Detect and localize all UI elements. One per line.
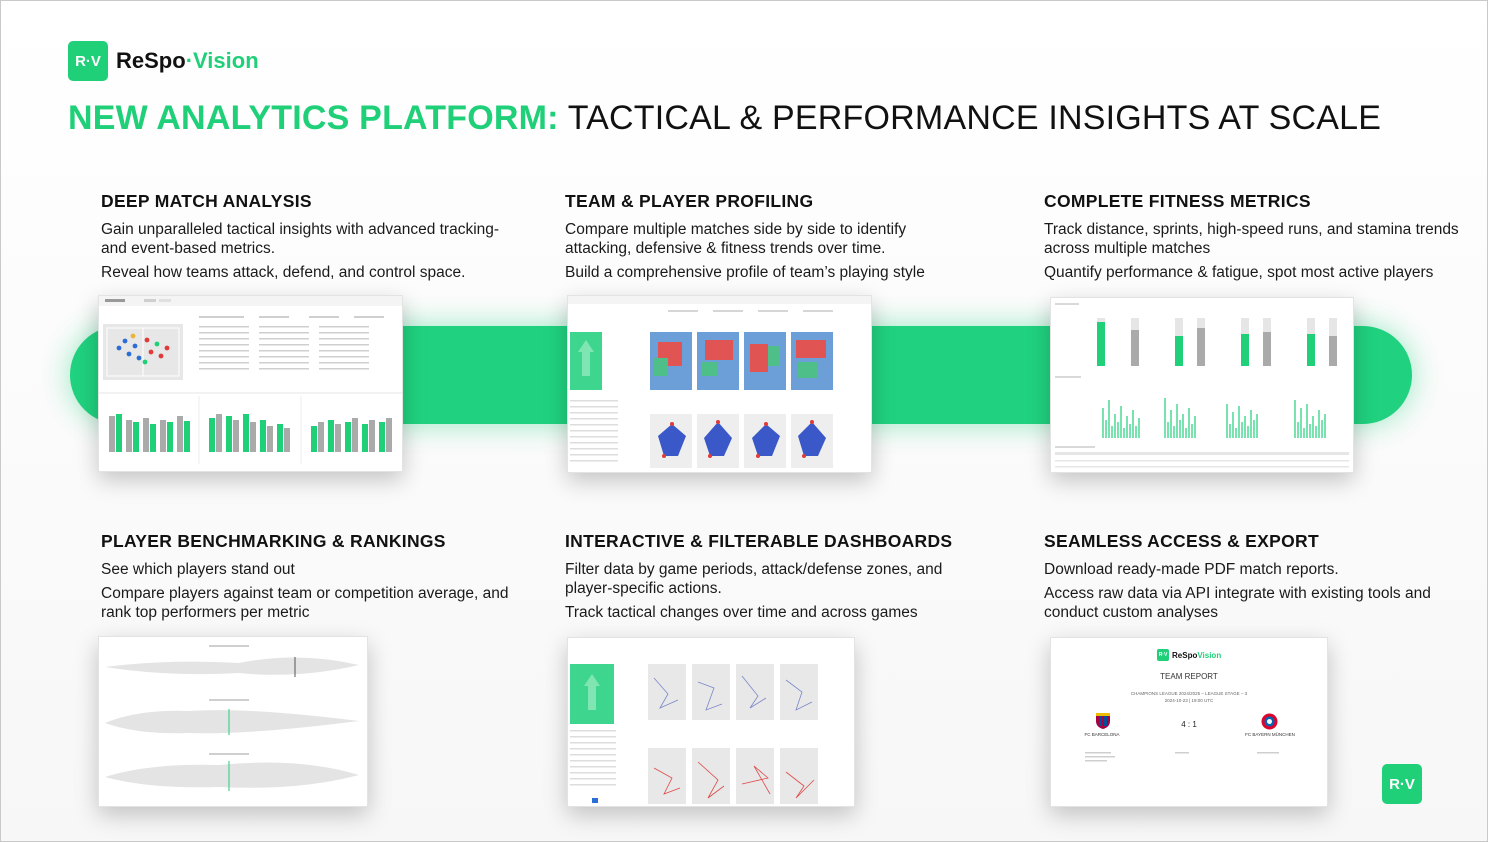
title-highlight: NEW ANALYTICS PLATFORM: [68,99,559,137]
section-text: Track distance, sprints, high-speed runs… [1044,221,1459,257]
section-deep-match-analysis: DEEP MATCH ANALYSIS Gain unparalleled ta… [101,191,521,282]
section-text: Gain unparalleled tactical insights with… [101,221,500,257]
report-home-team: FC BARCELONA [1084,732,1120,737]
section-title: TEAM & PLAYER PROFILING [565,191,814,211]
report-scorers [1085,752,1279,762]
section-text: Compare multiple matches side by side to… [565,221,907,257]
logo-mark-icon: R·V [68,41,108,81]
section-text: Build a comprehensive profile of team’s … [565,264,925,281]
report-brand: ReSpo [1172,650,1198,660]
section-text: Access raw data via API integrate with e… [1044,585,1431,621]
team-profiling-screenshot [567,295,872,473]
logo-wordmark: ReSpo·Vision [116,48,259,74]
interactive-dashboard-screenshot [567,637,855,807]
section-title: COMPLETE FITNESS METRICS [1044,191,1311,211]
section-title: SEAMLESS ACCESS & EXPORT [1044,531,1319,551]
section-text: See which players stand out [101,561,295,578]
section-title: DEEP MATCH ANALYSIS [101,191,312,211]
section-seamless-access-export: SEAMLESS ACCESS & EXPORT Download ready-… [1044,531,1464,622]
section-complete-fitness-metrics: COMPLETE FITNESS METRICS Track distance,… [1044,191,1464,282]
report-title: TEAM REPORT [1160,672,1218,681]
report-competition: CHAMPIONS LEAGUE 2024/2025 – LEAGUE STAG… [1130,691,1248,696]
benchmarking-screenshot [98,636,368,807]
section-text: Quantify performance & fatigue, spot mos… [1044,264,1434,281]
report-logo-icon: R·V [1157,649,1169,661]
report-brand-accent: Vision [1197,650,1222,660]
section-title: PLAYER BENCHMARKING & RANKINGS [101,531,446,551]
report-away-team: FC BAYERN MÜNCHEN [1245,732,1295,737]
page-title: NEW ANALYTICS PLATFORM: TACTICAL & PERFO… [68,99,1381,138]
report-date: 2024-10-23 | 19:00 UTC [1164,698,1214,703]
title-rest: TACTICAL & PERFORMANCE INSIGHTS AT SCALE [567,99,1382,137]
section-text: Reveal how teams attack, defend, and con… [101,264,466,281]
logo-name-accent: ·Vision [185,48,259,73]
respo-vision-mark-icon: R·V [1382,764,1422,804]
section-interactive-dashboards: INTERACTIVE & FILTERABLE DASHBOARDS Filt… [565,531,985,622]
section-title: INTERACTIVE & FILTERABLE DASHBOARDS [565,531,953,551]
section-team-player-profiling: TEAM & PLAYER PROFILING Compare multiple… [565,191,965,282]
section-text: Filter data by game periods, attack/defe… [565,561,943,597]
section-text: Download ready-made PDF match reports. [1044,561,1339,578]
respo-vision-logo: R·V ReSpo·Vision [68,41,259,81]
fc-bayern-crest-icon [1261,713,1278,730]
fc-barcelona-crest-icon [1096,713,1110,729]
report-score: 4 : 1 [1181,720,1197,729]
section-text: Track tactical changes over time and acr… [565,604,918,621]
logo-name-primary: ReSpo [116,48,186,73]
fitness-metrics-screenshot [1050,297,1354,473]
section-player-benchmarking: PLAYER BENCHMARKING & RANKINGS See which… [101,531,521,622]
section-text: Compare players against team or competit… [101,585,509,621]
match-analysis-screenshot [98,295,403,472]
